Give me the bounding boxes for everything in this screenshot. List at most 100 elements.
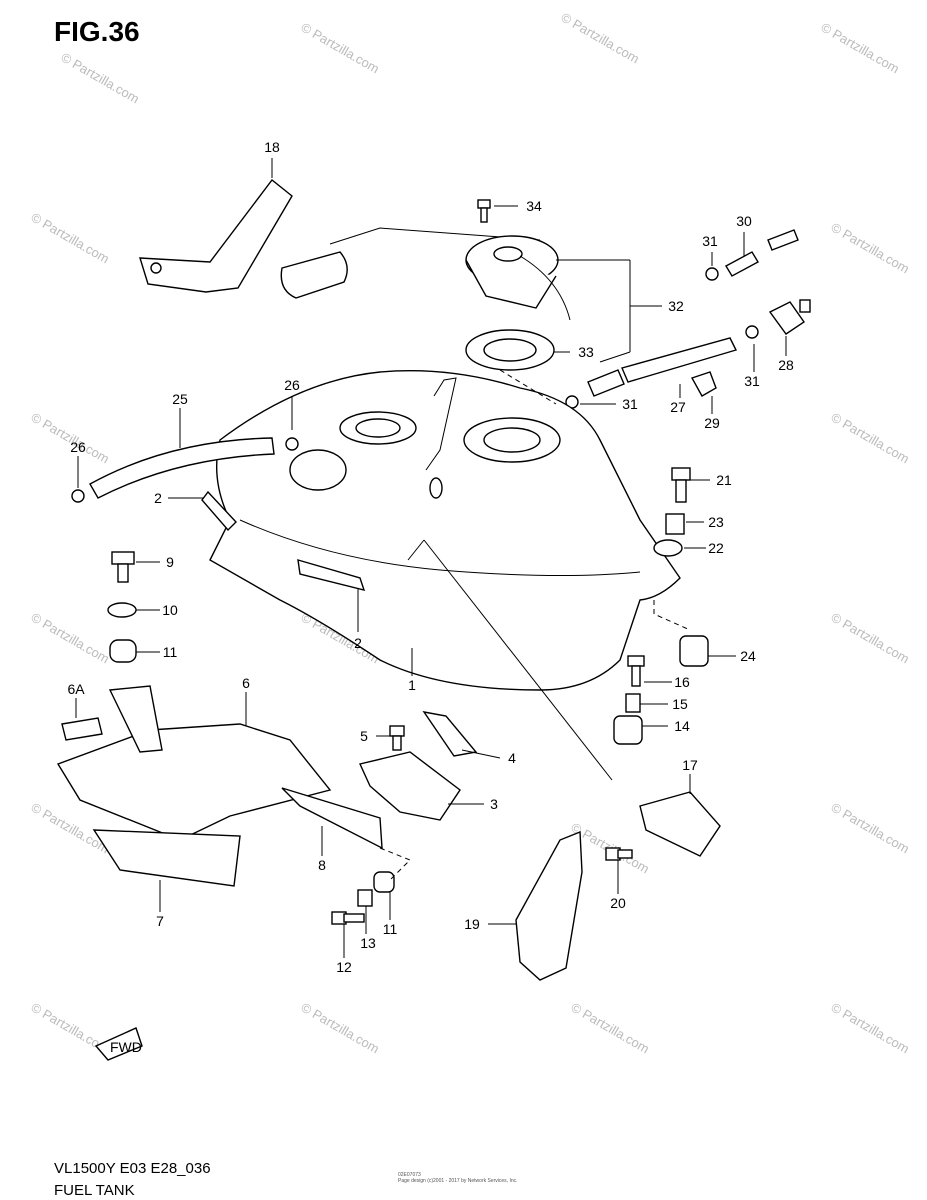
watermark: © Partzilla.com <box>829 220 912 277</box>
watermark: © Partzilla.com <box>829 410 912 467</box>
watermark: © Partzilla.com <box>59 50 142 107</box>
callout-24: 24 <box>740 648 756 664</box>
fwd-label: FWD <box>110 1039 142 1055</box>
hose-30 <box>725 229 799 277</box>
bolt-16 <box>627 655 645 687</box>
callout-31: 31 <box>702 233 718 249</box>
callout-33: 33 <box>578 344 594 360</box>
collar-15 <box>625 693 641 713</box>
callout-11: 11 <box>383 921 398 937</box>
callout-22: 22 <box>708 540 724 556</box>
callout-1: 1 <box>408 677 416 693</box>
callout-29: 29 <box>704 415 720 431</box>
watermark: © Partzilla.com <box>569 1000 652 1057</box>
fuel-pump-32 <box>280 227 571 321</box>
grommet-11 <box>373 871 395 893</box>
callout-2: 2 <box>154 490 162 506</box>
callout-14: 14 <box>674 718 690 734</box>
callout-31: 31 <box>744 373 760 389</box>
figure-caption: FUEL TANK <box>54 1182 135 1199</box>
plate-4 <box>422 711 478 757</box>
cushion-22 <box>653 539 683 557</box>
hose-25 <box>71 437 299 503</box>
callout-13: 13 <box>360 935 376 951</box>
pad-8 <box>281 787 383 850</box>
watermark: © Partzilla.com <box>29 210 112 267</box>
callout-9: 9 <box>166 554 174 570</box>
bolt-21 <box>671 467 691 503</box>
callout-6: 6 <box>242 675 250 691</box>
cushion-2 <box>297 559 366 591</box>
valve-28 <box>768 299 811 335</box>
callout-31: 31 <box>622 396 638 412</box>
callout-26: 26 <box>70 439 86 455</box>
callout-2: 2 <box>354 635 362 651</box>
screw-34 <box>477 199 491 223</box>
cushion-24 <box>679 635 709 667</box>
bracket-18 <box>139 179 293 293</box>
callout-4: 4 <box>508 750 516 766</box>
watermark: © Partzilla.com <box>559 10 642 67</box>
fuel-tank-1 <box>209 370 681 691</box>
callout-3: 3 <box>490 796 498 812</box>
clip-31 <box>565 267 759 409</box>
callout-7: 7 <box>156 913 164 929</box>
watermark: © Partzilla.com <box>819 20 902 77</box>
bolt-12 <box>331 911 365 925</box>
bracket-17 <box>639 791 721 857</box>
watermark: © Partzilla.com <box>299 1000 382 1057</box>
bolt-9 <box>111 551 135 583</box>
callout-12: 12 <box>336 959 352 975</box>
callout-27: 27 <box>670 399 686 415</box>
cushion-14 <box>613 715 643 745</box>
watermark: © Partzilla.com <box>29 410 112 467</box>
bolt-5 <box>389 725 405 751</box>
callouts: 1 2 2 3 4 5 6 6A 7 8 9 10 11 11 12 13 14… <box>67 139 794 975</box>
callout-28: 28 <box>778 357 794 373</box>
callout-15: 15 <box>672 696 688 712</box>
callout-34: 34 <box>526 198 542 214</box>
bracket-19 <box>515 830 583 981</box>
watermark: © Partzilla.com <box>29 610 112 667</box>
watermark: © Partzilla.com <box>829 1000 912 1057</box>
watermark: © Partzilla.com <box>829 800 912 857</box>
model-code: VL1500Y E03 E28_036 <box>54 1160 211 1177</box>
callout-5: 5 <box>360 728 368 744</box>
cushion-2 <box>201 490 237 532</box>
fine-print-line2: Page design (c)2001 - 2017 by Network Se… <box>398 1178 518 1184</box>
callout-8: 8 <box>318 857 326 873</box>
heat-shield-6 <box>56 685 332 841</box>
callout-16: 16 <box>674 674 690 690</box>
callout-20: 20 <box>610 895 626 911</box>
washer-10 <box>107 602 137 618</box>
collar-13 <box>357 889 373 907</box>
callout-25: 25 <box>172 391 188 407</box>
callout-19: 19 <box>464 916 480 932</box>
dashed-guides <box>379 369 691 881</box>
pad-7 <box>92 829 241 887</box>
callout-17: 17 <box>682 757 698 773</box>
callout-21: 21 <box>716 472 732 488</box>
fwd-arrow-icon: FWD <box>94 1027 143 1061</box>
bolt-20 <box>605 847 633 861</box>
leader-lines <box>75 158 787 958</box>
fine-print: 02E07073 Page design (c)2001 - 2017 by N… <box>398 1172 518 1184</box>
callout-23: 23 <box>708 514 724 530</box>
fine-print-line1: 02E07073 <box>398 1172 421 1178</box>
callout-32: 32 <box>668 298 684 314</box>
callout-6a: 6A <box>67 681 85 697</box>
callout-26: 26 <box>284 377 300 393</box>
label-6a <box>61 717 103 741</box>
watermark: © Partzilla.com <box>829 610 912 667</box>
grommet-11 <box>109 639 137 663</box>
callout-10: 10 <box>162 602 178 618</box>
gasket-33 <box>465 329 555 371</box>
bracket-3 <box>359 751 461 821</box>
watermark: © Partzilla.com <box>299 20 382 77</box>
callout-11: 11 <box>163 644 178 660</box>
clamp-29 <box>690 371 717 397</box>
callout-30: 30 <box>736 213 752 229</box>
hose-27 <box>587 337 737 397</box>
figure-title: FIG.36 <box>54 16 140 47</box>
